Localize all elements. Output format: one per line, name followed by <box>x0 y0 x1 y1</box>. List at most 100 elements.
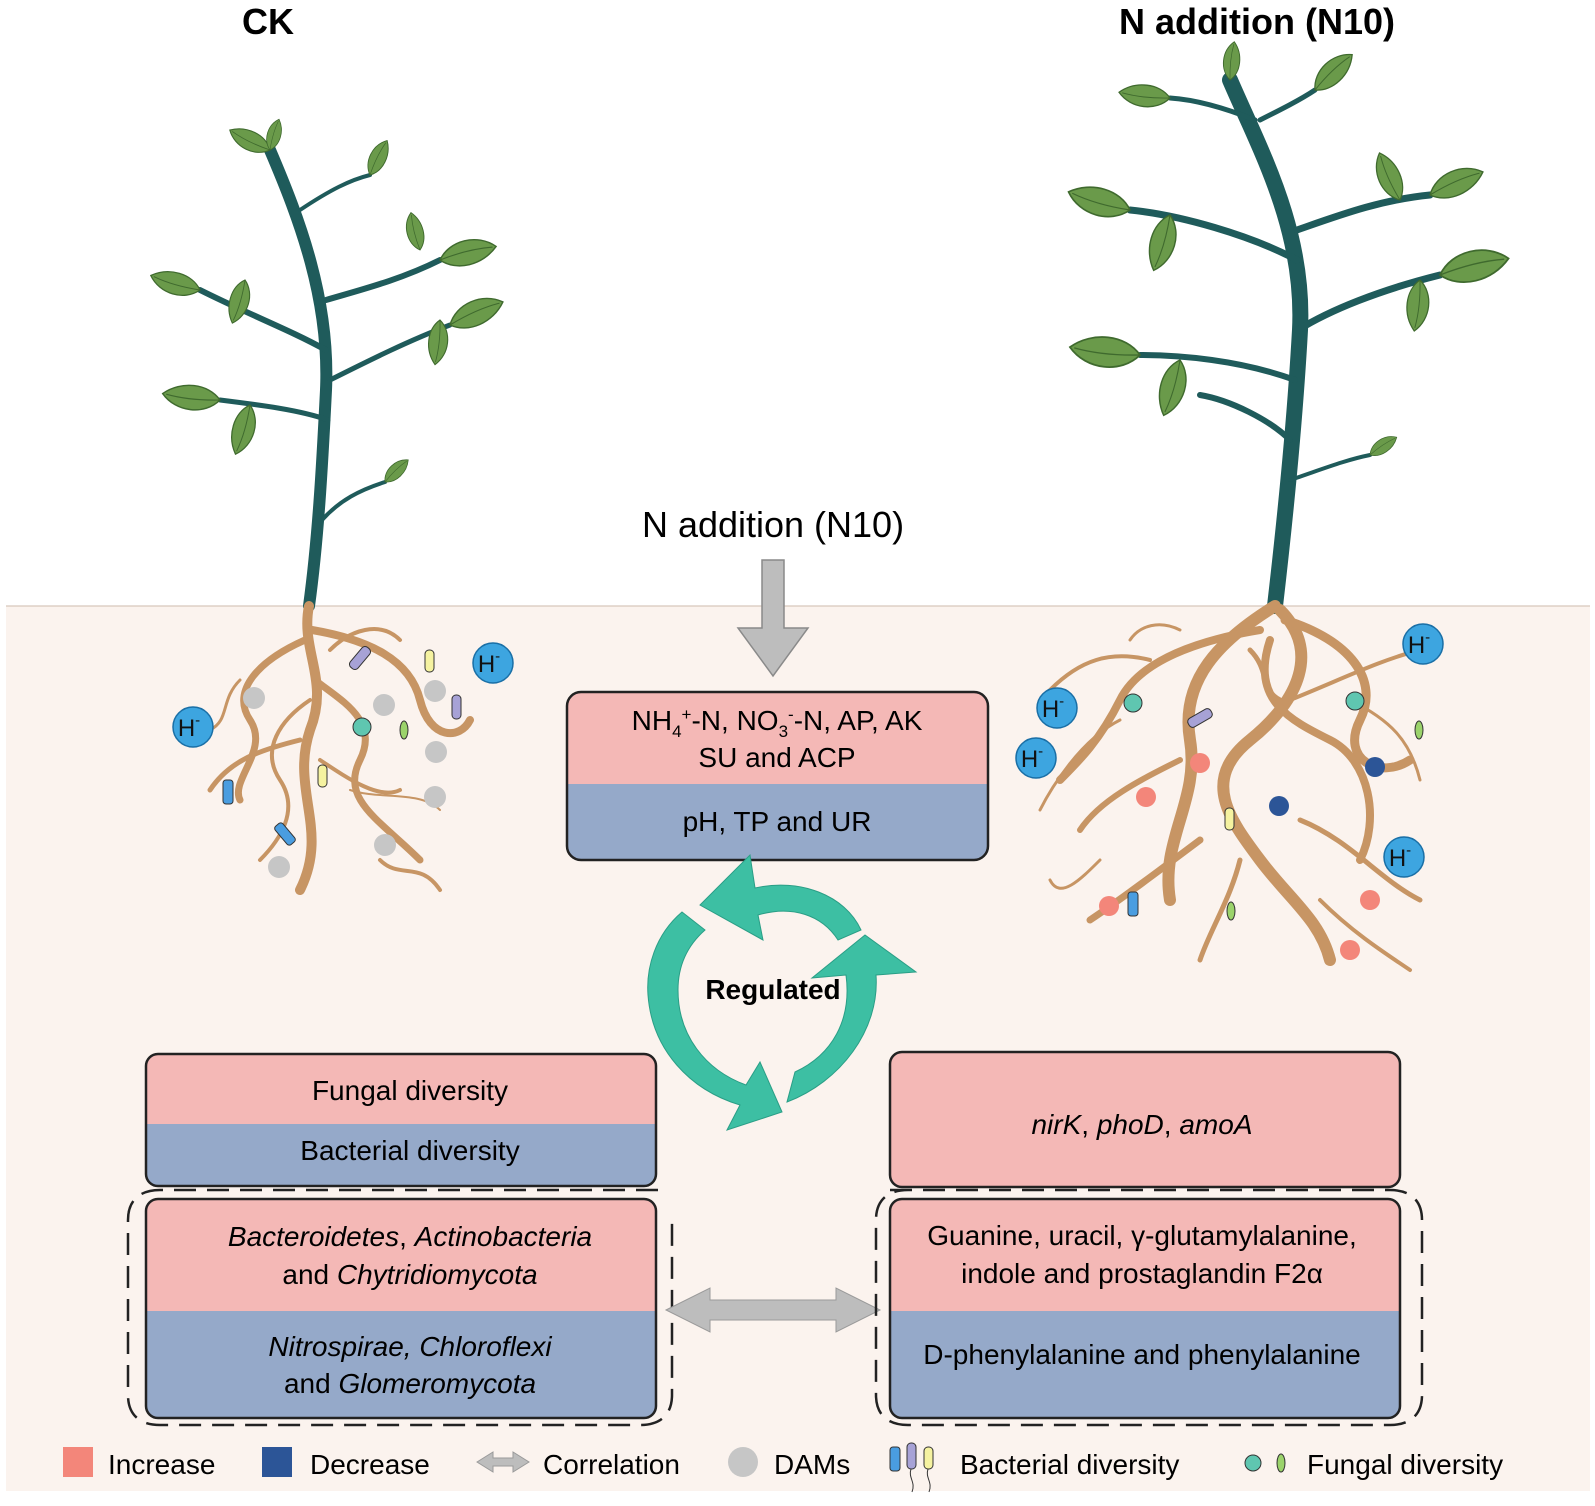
fungus-icon <box>399 720 409 740</box>
ion-bubble: H- <box>172 706 214 748</box>
legend-bacteria-icon <box>889 1442 934 1493</box>
left-root-system <box>207 601 474 895</box>
legend-increase-label: Increase <box>108 1449 215 1480</box>
bacterial-diversity-text: Bacterial diversity <box>300 1135 519 1166</box>
ion-bubble: H- <box>1015 737 1057 779</box>
legend: Increase Decrease Correlation DAMs Bacte… <box>63 1442 1503 1493</box>
left-plant-illustration <box>146 116 509 612</box>
leaf-icon <box>223 401 263 459</box>
leaf-icon <box>1150 355 1195 420</box>
microbial-diversity-box: Fungal diversity Bacterial diversity <box>144 1052 658 1188</box>
regulation-cycle <box>647 853 918 1131</box>
taxa-decrease-line1: Nitrospirae, Chloroflexi <box>268 1331 552 1362</box>
legend-decrease-label: Decrease <box>310 1449 430 1480</box>
fungus-icon <box>1414 720 1424 740</box>
bacteria-icon <box>1127 891 1139 917</box>
cycle-arrow-right <box>786 934 918 1103</box>
left-microbes <box>222 645 462 846</box>
dam-dot <box>268 856 290 878</box>
leaf-icon <box>379 454 414 487</box>
metabolites-increase-line1: Guanine, uracil, γ-glutamylalanine, <box>927 1220 1357 1251</box>
bacteria-icon <box>1224 807 1235 831</box>
left-dashed-bracket <box>126 1188 674 1427</box>
metabolites-box: Guanine, uracil, γ-glutamylalanine, indo… <box>888 1197 1402 1420</box>
treatment-label: N addition (N10) <box>642 504 904 545</box>
leaf-icon <box>1116 79 1173 112</box>
leaf-icon <box>403 210 427 253</box>
right-plant-stem <box>1222 72 1309 614</box>
dam-dot <box>424 680 446 702</box>
ion-bubble: H- <box>1383 836 1425 878</box>
dam-dot <box>373 694 395 716</box>
right-dashed-bracket <box>874 1188 1424 1427</box>
ion-bubble: H- <box>472 642 514 684</box>
dam-dot <box>424 786 446 808</box>
svg-text:H-: H- <box>1042 693 1064 723</box>
fungus-icon <box>1226 901 1236 921</box>
taxa-increase-line2: and Chytridiomycota <box>282 1259 537 1290</box>
leaf-icon <box>1063 177 1135 227</box>
microbial-taxa-box: Bacteroidetes, Actinobacteria and Chytri… <box>144 1197 658 1420</box>
soil-property-box: NH4+-N, NO3--N, AP, AK SU and ACP pH, TP… <box>565 690 990 862</box>
decrease-dot <box>1269 796 1289 816</box>
dam-dot <box>425 741 447 763</box>
svg-text:H-: H- <box>1389 842 1411 872</box>
leaf-icon <box>146 263 204 303</box>
treatment-down-arrow <box>736 559 810 678</box>
functional-genes-text: nirK, phoD, amoA <box>1031 1109 1252 1140</box>
increase-dot <box>1136 787 1156 807</box>
taxa-increase-line1: Bacteroidetes, Actinobacteria <box>228 1221 592 1252</box>
ion-bubble: H- <box>1036 687 1078 729</box>
legend-increase-swatch <box>63 1447 93 1477</box>
right-title: N addition (N10) <box>1119 1 1395 42</box>
soil-increase-line2: SU and ACP <box>698 742 855 773</box>
correlation-arrow <box>664 1287 882 1333</box>
bacteria-icon <box>317 764 328 788</box>
right-increase-markers <box>1099 753 1380 960</box>
svg-text:H-: H- <box>1021 743 1043 773</box>
leaf-icon <box>160 379 223 416</box>
leaf-icon <box>361 136 396 179</box>
left-plant-stem <box>264 144 333 612</box>
right-plant-illustration <box>1063 40 1513 614</box>
bacteria-icon <box>1187 708 1213 728</box>
legend-decrease-swatch <box>262 1447 292 1477</box>
leaf-icon <box>1435 244 1513 288</box>
bacteria-icon <box>348 645 372 671</box>
right-microbes <box>1123 691 1424 921</box>
leaf-icon <box>1305 46 1361 98</box>
bacteria-icon <box>274 822 296 846</box>
left-ions: H- H- <box>172 642 514 748</box>
right-ions: H- H- H- H- <box>1015 623 1444 878</box>
cycle-arrow-top <box>699 853 862 941</box>
increase-dot <box>1340 940 1360 960</box>
legend-correlation-label: Correlation <box>543 1449 680 1480</box>
svg-text:H-: H- <box>1408 629 1430 659</box>
functional-genes-box: nirK, phoD, amoA <box>888 1050 1402 1189</box>
svg-text:H-: H- <box>178 712 200 742</box>
leaf-icon <box>1424 160 1489 205</box>
leaf-icon <box>436 234 500 271</box>
metabolites-increase-line2: indole and prostaglandin F2α <box>961 1258 1323 1289</box>
dam-dot <box>243 687 265 709</box>
leaf-icon <box>1365 431 1401 461</box>
cycle-arrow-left <box>647 911 783 1131</box>
legend-fungus-icon <box>1244 1453 1286 1473</box>
fungal-diversity-text: Fungal diversity <box>312 1075 508 1106</box>
bacteria-icon <box>222 779 234 805</box>
ion-bubble: H- <box>1402 623 1444 665</box>
leaf-icon <box>444 290 509 335</box>
legend-dams-dot <box>728 1447 758 1477</box>
increase-dot <box>1190 753 1210 773</box>
metabolites-decrease-text: D-phenylalanine and phenylalanine <box>923 1339 1360 1370</box>
svg-text:H-: H- <box>478 648 500 678</box>
taxa-decrease-line2: and Glomeromycota <box>284 1368 536 1399</box>
left-dams <box>243 680 447 878</box>
increase-dot <box>1099 896 1119 916</box>
right-decrease-markers <box>1269 757 1385 816</box>
increase-dot <box>1360 890 1380 910</box>
legend-fungal-label: Fungal diversity <box>1307 1449 1503 1480</box>
fungus-icon <box>352 717 372 737</box>
dam-dot <box>374 834 396 856</box>
